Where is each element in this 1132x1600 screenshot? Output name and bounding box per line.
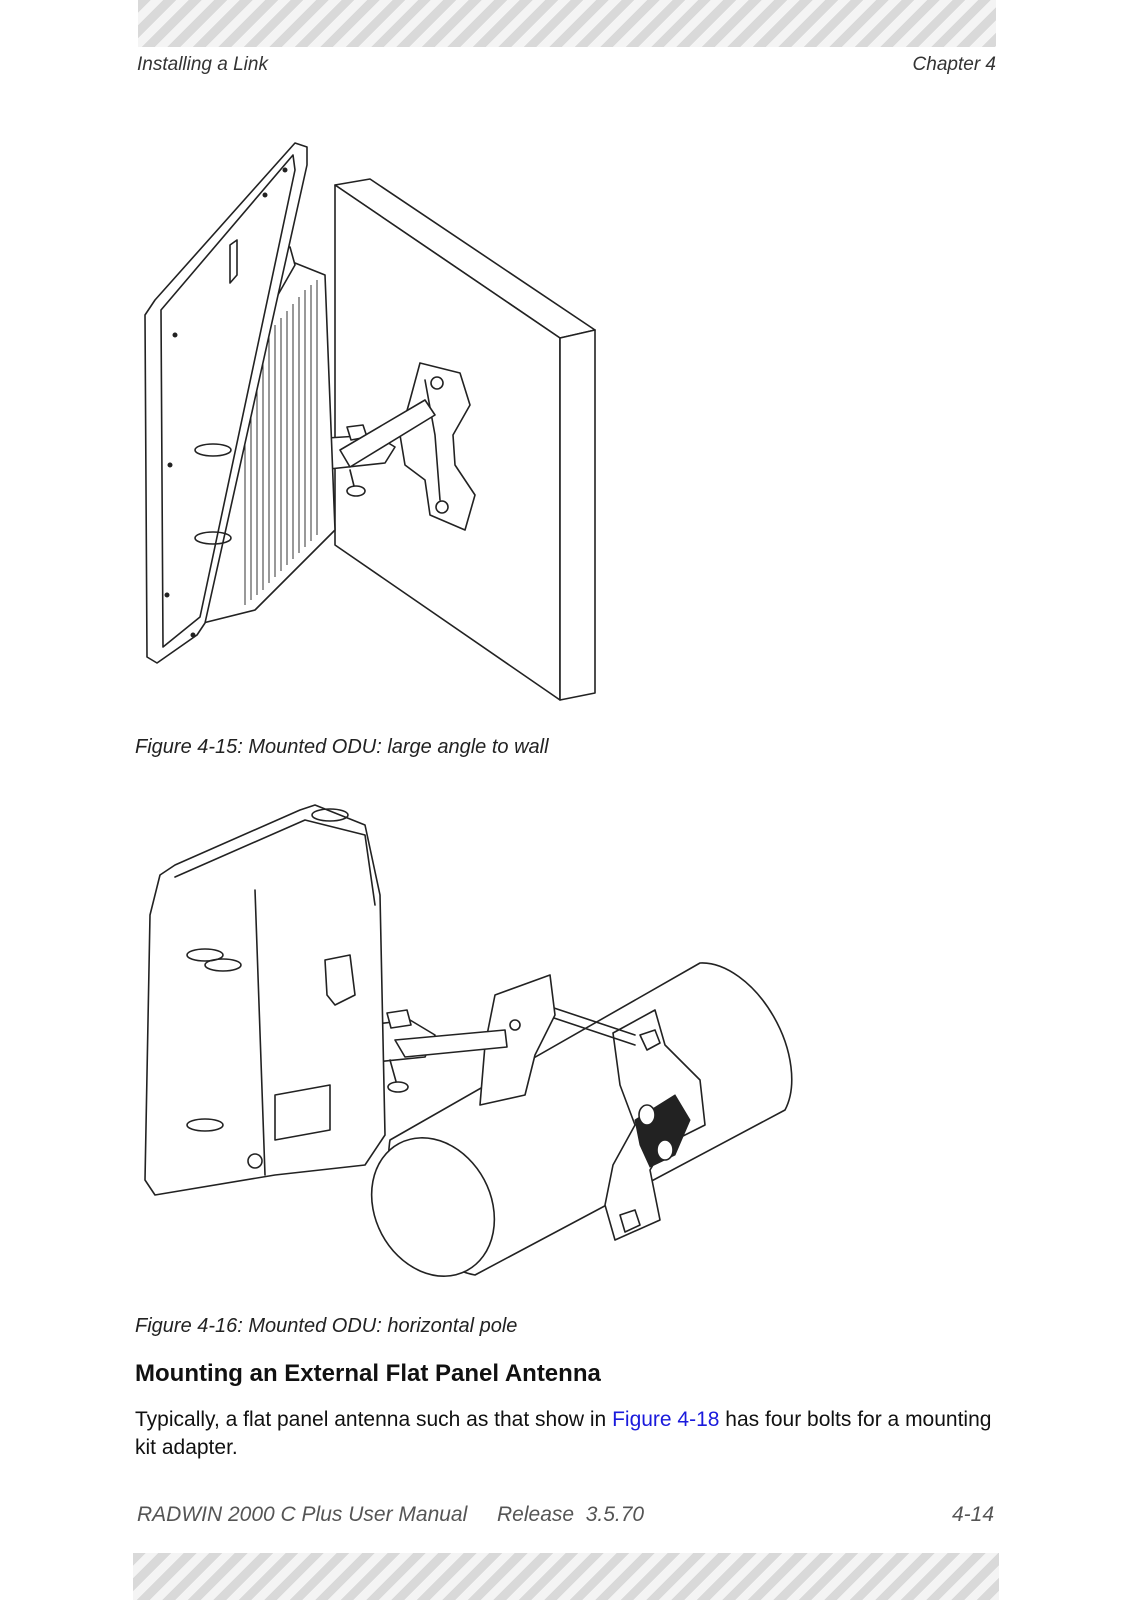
header-hatch-bar [138,0,996,47]
running-header-section: Installing a Link [137,54,268,75]
arm-nut [386,1009,412,1029]
footer-release: Release 3.5.70 [497,1503,645,1526]
odu-wall-mount-illustration [144,142,596,701]
clamp-nut-top [639,1029,661,1051]
figure-4-18-link[interactable]: Figure 4-18 [612,1408,720,1431]
body-paragraph: Typically, a flat panel antenna such as … [135,1406,995,1462]
pole-end-face [370,1137,496,1277]
paragraph-text: has four bolts for a mounting kit adapte… [135,1408,992,1459]
figure-odu-horizontal-pole [135,795,835,1305]
footer-manual-title: RADWIN 2000 C Plus User Manual [137,1503,468,1526]
running-header-chapter: Chapter 4 [912,54,996,75]
odu-body [144,804,386,1196]
footer-hatch-bar [133,1553,999,1600]
figure-caption: Figure 4-15: Mounted ODU: large angle to… [135,736,549,758]
figure-caption: Figure 4-16: Mounted ODU: horizontal pol… [135,1315,518,1337]
footer-page-number: 4-14 [951,1503,994,1526]
flat-panel-antenna [144,142,308,664]
section-heading: Mounting an External Flat Panel Antenna [135,1360,601,1387]
pole-bracket [479,974,556,1106]
wall-side-face [559,329,596,701]
paragraph-text: Typically, a flat panel antenna such as … [135,1408,613,1431]
odu-horizontal-pole-illustration [144,804,793,1277]
clamp-nut-bottom [619,1209,641,1233]
figure-odu-wall-mount [135,135,615,715]
